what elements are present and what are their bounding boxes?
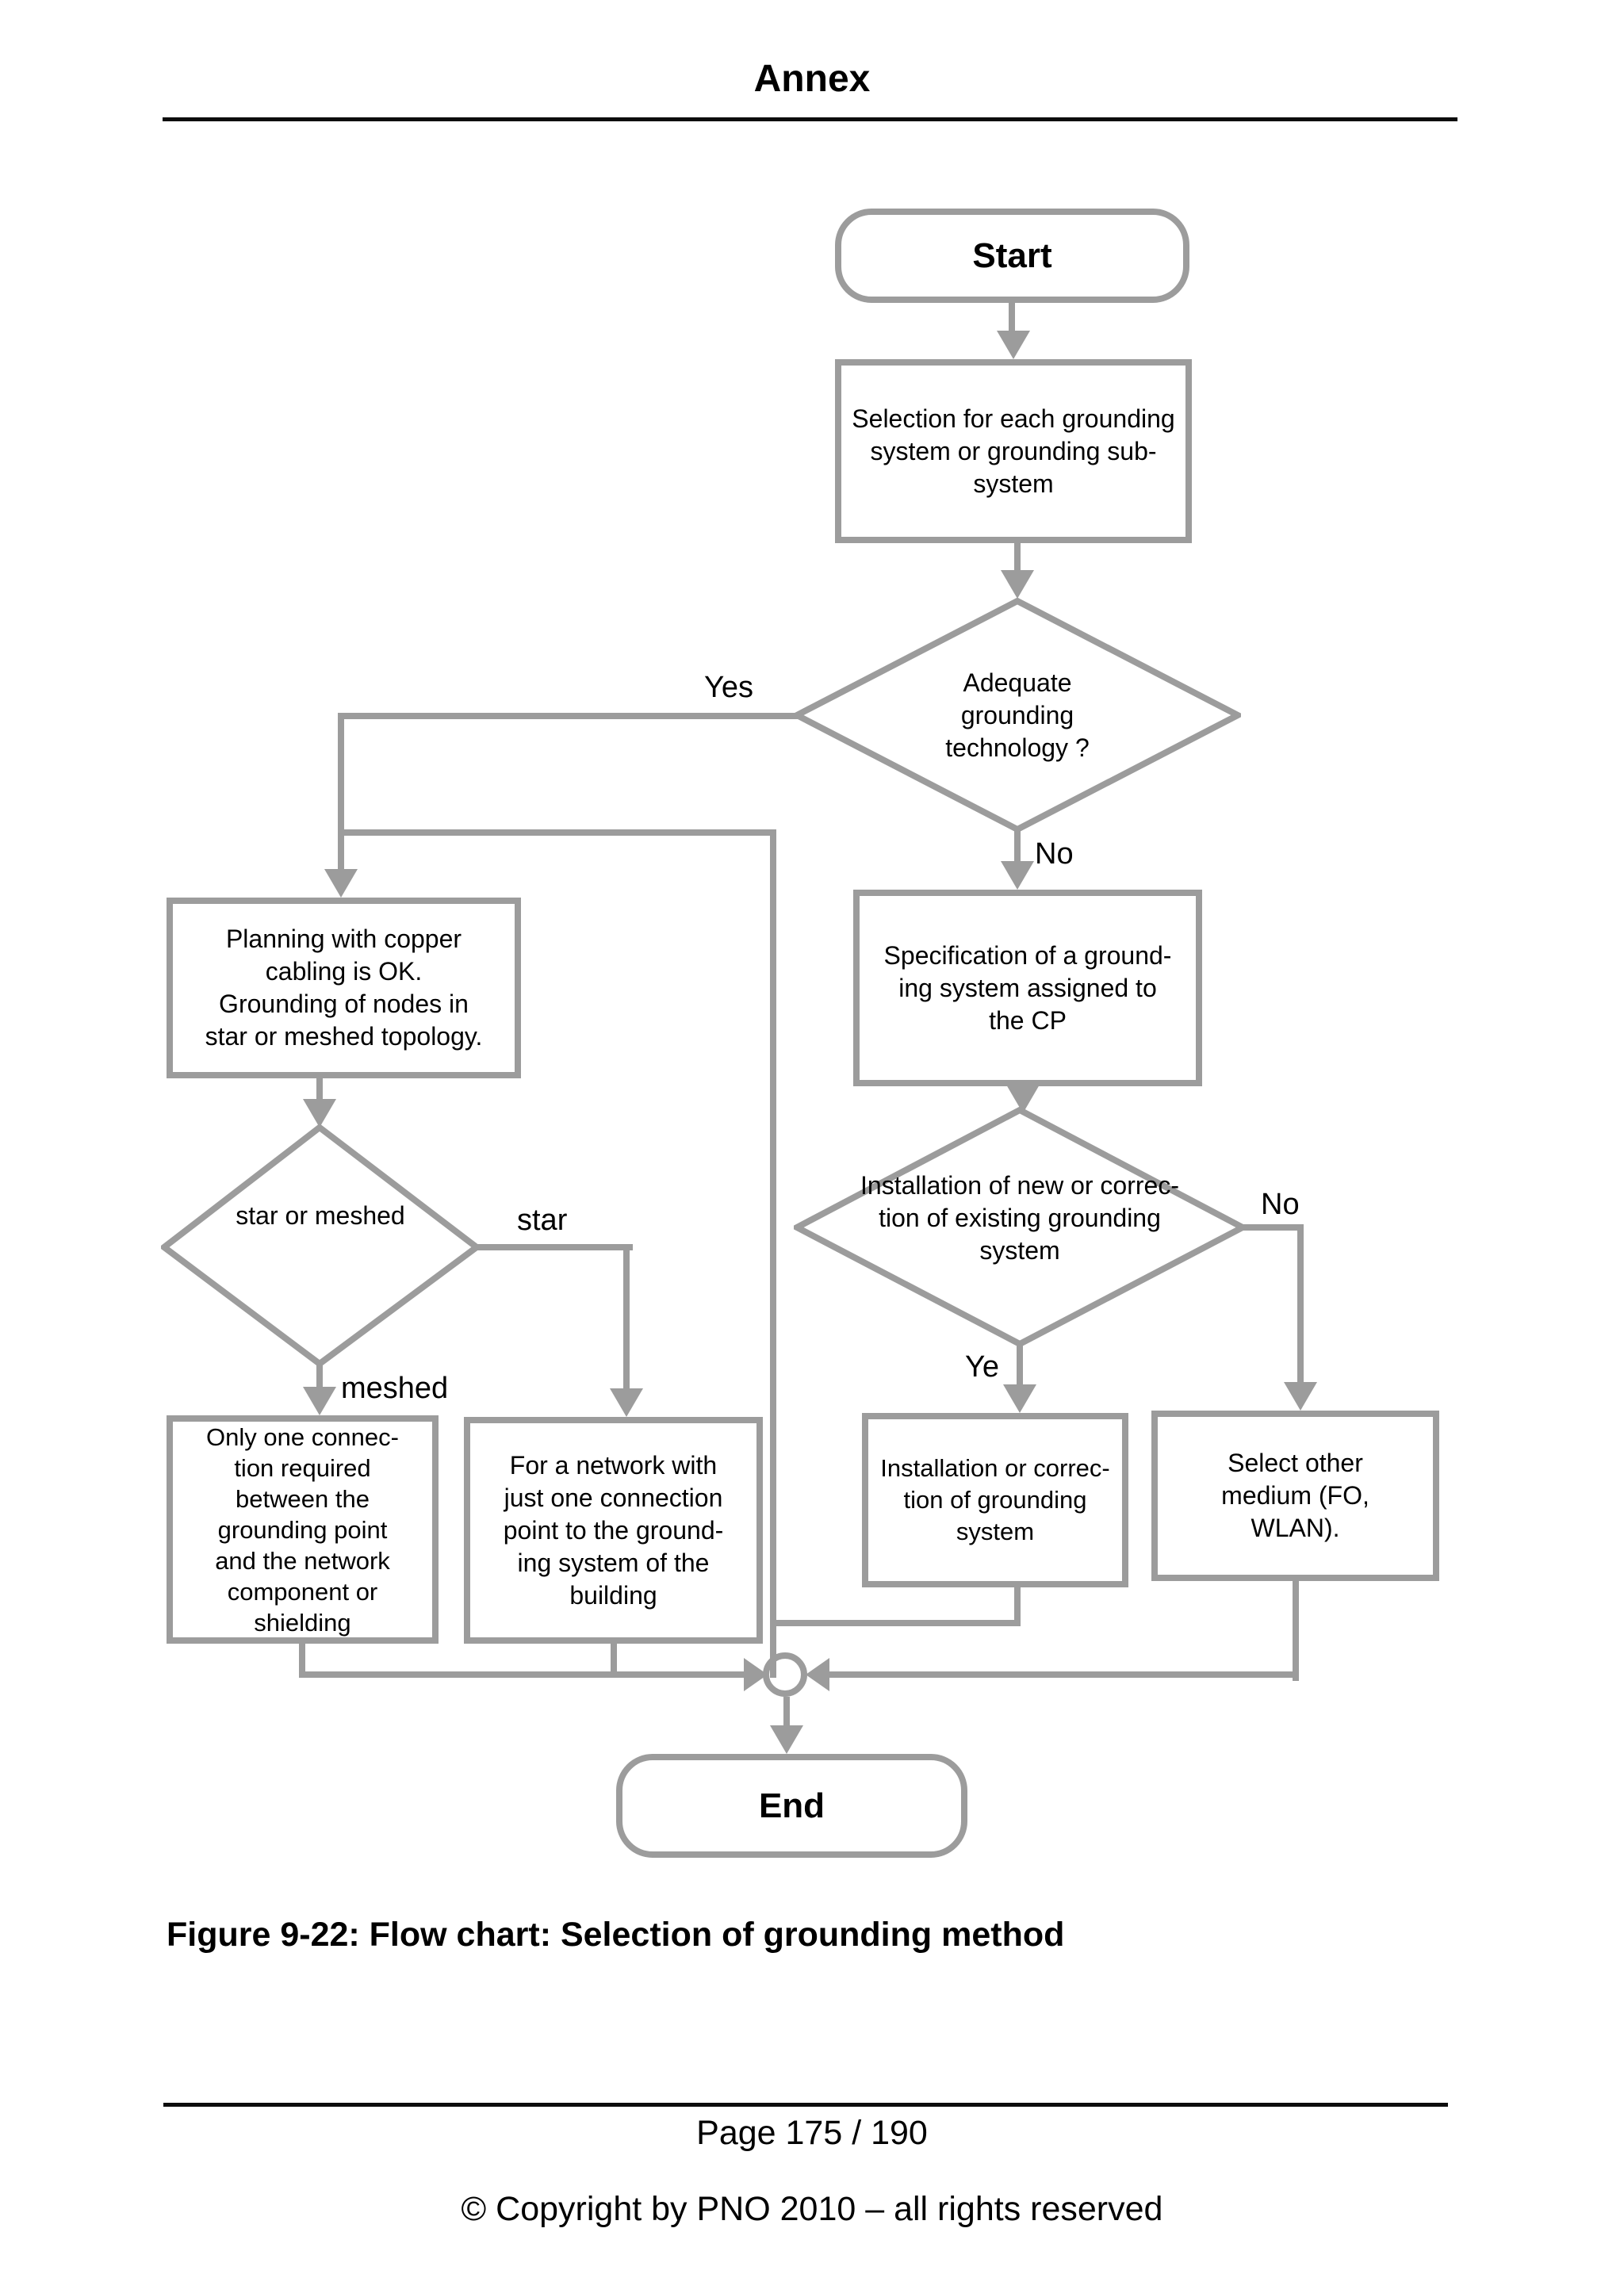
flow-node-start: Start — [835, 209, 1189, 303]
flow-node-start-label: Start — [972, 236, 1052, 275]
arrowhead-start-to-selection — [997, 331, 1030, 359]
flow-node-selection: Selection for each grounding system or g… — [835, 359, 1192, 543]
arrowhead-selection-to-adequate — [1001, 570, 1034, 599]
edge-junction-right — [829, 1671, 1299, 1678]
edge-selection-to-adequate — [1014, 543, 1021, 573]
edge-box2-out — [611, 1644, 617, 1678]
decision-star-or-meshed-label: star or meshed — [236, 1200, 405, 1230]
arrowhead-ye-to-box — [1003, 1384, 1036, 1413]
arrowhead-meshed-to-box — [303, 1387, 336, 1415]
edge-label-ye: Ye — [965, 1350, 999, 1384]
edge-planning-to-star-or-meshed — [316, 1078, 323, 1102]
edge-select-out-vertical — [1293, 1581, 1299, 1681]
flow-node-select-other-medium: Select other medium (FO, WLAN). — [1151, 1411, 1439, 1581]
arrowhead-no2-to-select — [1284, 1382, 1317, 1411]
page-title: Annex — [753, 58, 871, 100]
arrowhead-into-junction-left — [744, 1658, 768, 1691]
edge-no-to-specification — [1014, 827, 1021, 864]
page-number: Page 175 / 190 — [696, 2114, 928, 2152]
edge-ye-vertical — [1017, 1344, 1023, 1388]
flow-node-selection-label: Selection for each grounding system or g… — [852, 404, 1175, 498]
flow-node-installation-correction-label: Installation or correc- tion of groundin… — [880, 1454, 1110, 1545]
edge-label-no-adequate: No — [1035, 837, 1074, 871]
flow-node-specification: Specification of a ground- ing system as… — [853, 890, 1202, 1086]
edge-bypass-horizontal — [338, 829, 776, 836]
arrowhead-specification-to-installation — [1006, 1085, 1040, 1113]
flow-node-end: End — [616, 1754, 967, 1858]
arrowhead-no-to-specification — [1001, 861, 1034, 890]
edge-label-meshed: meshed — [341, 1372, 449, 1405]
flow-node-network-one-point: For a network with just one connection p… — [464, 1417, 763, 1644]
arrowhead-star-to-box — [610, 1388, 643, 1417]
arrowhead-junction-to-end — [770, 1725, 803, 1754]
flow-node-select-other-medium-label: Select other medium (FO, WLAN). — [1221, 1449, 1369, 1542]
flow-node-planning: Planning with copper cabling is OK. Grou… — [167, 898, 521, 1078]
edge-label-no-installation: No — [1261, 1188, 1300, 1221]
arrowhead-yes-to-planning — [324, 869, 358, 898]
flow-node-specification-label: Specification of a ground- ing system as… — [883, 940, 1172, 1035]
header-rule — [163, 117, 1457, 121]
flow-node-only-one-connection: Only one connec- tion required between t… — [167, 1415, 439, 1644]
flow-node-installation-correction: Installation or correc- tion of groundin… — [862, 1413, 1128, 1587]
edge-label-yes: Yes — [704, 671, 753, 704]
flow-node-end-label: End — [758, 1786, 825, 1825]
edge-box3-out-horizontal — [773, 1620, 1021, 1626]
edge-star-vertical — [623, 1244, 630, 1392]
edge-bypass-vertical — [770, 829, 776, 1678]
flow-node-planning-label: Planning with copper cabling is OK. Grou… — [205, 925, 483, 1051]
edge-start-to-selection — [1009, 303, 1015, 334]
copyright-notice: © Copyright by PNO 2010 – all rights res… — [461, 2190, 1163, 2228]
edge-label-star: star — [517, 1204, 568, 1237]
footer-rule — [163, 2103, 1448, 2107]
arrowhead-planning-to-decision — [303, 1099, 336, 1128]
edge-junction-to-end — [783, 1697, 790, 1729]
edge-meshed-vertical — [316, 1364, 323, 1390]
edge-yes-horizontal — [338, 713, 800, 719]
edge-box3-out-vertical — [1014, 1587, 1021, 1626]
edge-star-horizontal — [476, 1244, 633, 1250]
figure-caption: Figure 9-22: Flow chart: Selection of gr… — [167, 1916, 1065, 1954]
edge-no2-horizontal — [1243, 1224, 1304, 1231]
edge-no2-vertical — [1297, 1224, 1304, 1385]
flow-node-only-one-connection-label: Only one connec- tion required between t… — [206, 1422, 399, 1637]
edge-junction-left — [299, 1671, 747, 1678]
decision-installation-label: Installation of new or correc- tion of e… — [860, 1170, 1179, 1265]
flow-node-network-one-point-label: For a network with just one connection p… — [503, 1450, 724, 1610]
edge-box1-out — [299, 1644, 305, 1678]
arrowhead-into-junction-right — [806, 1658, 829, 1691]
edge-yes-vertical — [338, 713, 344, 872]
decision-adequate-label: Adequate grounding technology ? — [945, 668, 1090, 762]
